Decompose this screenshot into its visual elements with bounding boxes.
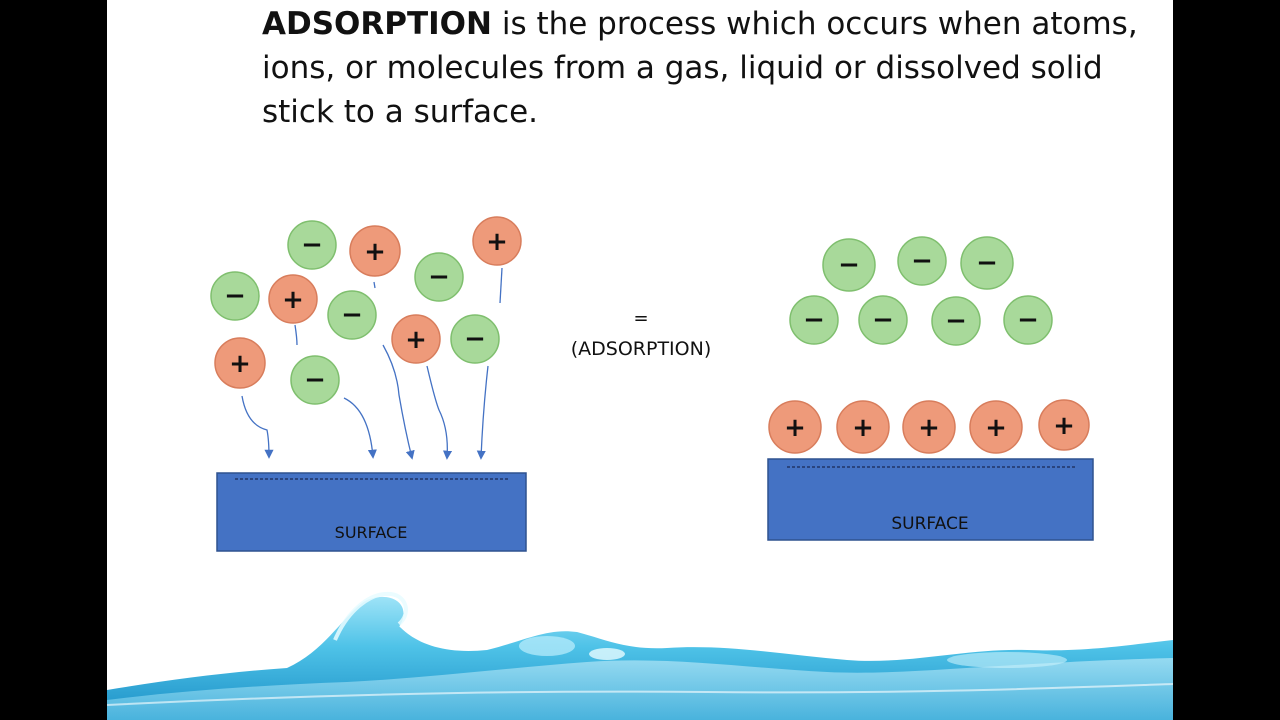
plus-sign: + xyxy=(405,325,427,355)
title-keyword: ADSORPTION xyxy=(262,6,492,42)
positive-ion: + xyxy=(391,314,441,364)
adsorption-arrows xyxy=(241,267,503,460)
arrow xyxy=(476,365,489,460)
ion-circle xyxy=(858,295,908,345)
adsorption-diagram: −+−+−+−+−+− SURFACE = (ADSORPTION) −−−−−… xyxy=(107,216,1173,720)
ion-circle xyxy=(822,238,876,292)
minus-sign: − xyxy=(872,305,894,335)
arrow xyxy=(373,281,376,289)
plus-sign: + xyxy=(1053,411,1075,441)
positive-ion: + xyxy=(969,400,1023,454)
ion-circle xyxy=(768,400,822,454)
ion-circle xyxy=(789,295,839,345)
plus-sign: + xyxy=(784,413,806,443)
arrow xyxy=(499,267,503,304)
minus-sign: − xyxy=(838,250,860,280)
negative-ion: − xyxy=(897,236,947,286)
plus-sign: + xyxy=(852,413,874,443)
ion-circle xyxy=(268,274,318,324)
negative-ion: − xyxy=(414,252,464,302)
right-ions: −−−−−−−+++++ xyxy=(768,236,1090,454)
ion-circle xyxy=(960,236,1014,290)
negative-ion: − xyxy=(960,236,1014,290)
negative-ion: − xyxy=(450,314,500,364)
ion-circle xyxy=(1038,399,1090,451)
slide-title: ADSORPTION is the process which occurs w… xyxy=(262,2,1142,134)
minus-sign: − xyxy=(428,262,450,292)
ion-circle xyxy=(897,236,947,286)
minus-sign: − xyxy=(945,306,967,336)
negative-ion: − xyxy=(858,295,908,345)
arrow xyxy=(382,344,415,460)
equals-caption-text: (ADSORPTION) xyxy=(571,338,712,360)
positive-ion: + xyxy=(472,216,522,266)
negative-ion: − xyxy=(931,296,981,346)
ion-circle xyxy=(287,220,337,270)
left-surface-block xyxy=(216,472,527,552)
negative-ion: − xyxy=(210,271,260,321)
plus-sign: + xyxy=(364,237,386,267)
ion-circle xyxy=(931,296,981,346)
minus-sign: − xyxy=(976,248,998,278)
ion-circle xyxy=(391,314,441,364)
slide: ADSORPTION is the process which occurs w… xyxy=(107,0,1173,720)
left-surface: SURFACE xyxy=(216,472,527,552)
title-text: is the process which occurs when atoms, … xyxy=(262,6,1138,130)
equals-caption: = (ADSORPTION) xyxy=(571,308,712,360)
ion-circle xyxy=(472,216,522,266)
negative-ion: − xyxy=(327,290,377,340)
minus-sign: − xyxy=(1017,305,1039,335)
plus-sign: + xyxy=(985,413,1007,443)
left-ions: − + − + − + − + − + − xyxy=(210,216,522,405)
positive-ion: + xyxy=(349,225,401,277)
ion-circle xyxy=(1003,295,1053,345)
plus-sign: + xyxy=(229,349,251,379)
plus-sign: + xyxy=(282,285,304,315)
ion-circle xyxy=(414,252,464,302)
right-surface-label: SURFACE xyxy=(891,514,968,534)
ion-circle xyxy=(969,400,1023,454)
ion-circle xyxy=(902,400,956,454)
arrow xyxy=(426,365,453,460)
minus-sign: − xyxy=(341,300,363,330)
right-surface-block xyxy=(767,458,1094,541)
positive-ion: + xyxy=(268,274,318,324)
positive-ion: + xyxy=(1038,399,1090,451)
equals-symbol: = xyxy=(633,308,648,329)
water-splash-decoration xyxy=(107,591,1173,720)
positive-ion: + xyxy=(902,400,956,454)
ion-circle xyxy=(450,314,500,364)
negative-ion: − xyxy=(789,295,839,345)
ion-circle xyxy=(290,355,340,405)
ion-circle xyxy=(214,337,266,389)
negative-ion: − xyxy=(287,220,337,270)
positive-ion: + xyxy=(836,400,890,454)
ion-circle xyxy=(836,400,890,454)
ion-circle xyxy=(349,225,401,277)
right-surface: SURFACE xyxy=(767,458,1094,541)
minus-sign: − xyxy=(304,365,326,395)
minus-sign: − xyxy=(301,230,323,260)
plus-sign: + xyxy=(918,413,940,443)
negative-ion: − xyxy=(1003,295,1053,345)
positive-ion: + xyxy=(214,337,266,389)
arrow xyxy=(241,395,274,459)
plus-sign: + xyxy=(486,227,508,257)
left-surface-label: SURFACE xyxy=(335,523,408,542)
ion-circle xyxy=(327,290,377,340)
arrow xyxy=(294,324,298,346)
minus-sign: − xyxy=(803,305,825,335)
negative-ion: − xyxy=(822,238,876,292)
arrow xyxy=(343,397,377,459)
negative-ion: − xyxy=(290,355,340,405)
minus-sign: − xyxy=(224,281,246,311)
ion-circle xyxy=(210,271,260,321)
minus-sign: − xyxy=(464,324,486,354)
positive-ion: + xyxy=(768,400,822,454)
minus-sign: − xyxy=(911,246,933,276)
